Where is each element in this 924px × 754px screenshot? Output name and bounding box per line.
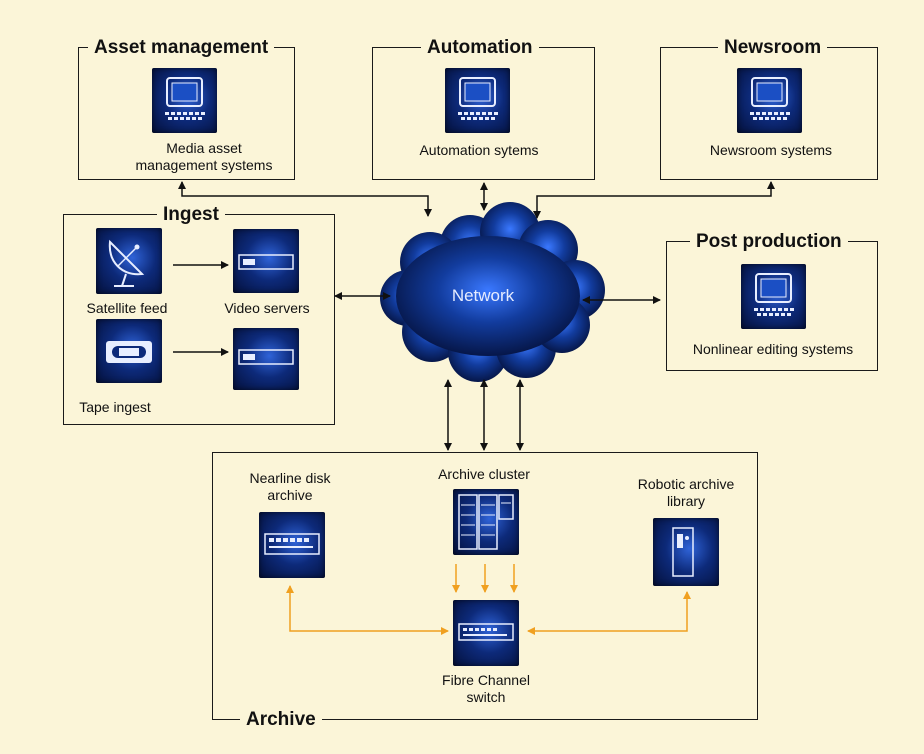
label-archive-cluster: Archive cluster (438, 466, 530, 482)
satellite-glyph (108, 239, 145, 287)
computer-workstation-icon (152, 68, 217, 133)
label-video-servers: Video servers (224, 300, 310, 316)
group-title-newsroom: Newsroom (718, 38, 828, 58)
video-server-glyph (238, 349, 294, 365)
computer-workstation-icon (741, 264, 806, 329)
switch-glyph (458, 623, 514, 641)
disk-array-icon (259, 512, 325, 578)
label-line: Fibre Channel (442, 672, 530, 688)
group-title-asset-management: Asset management (88, 38, 275, 58)
label-media-asset: Media asset management systems (136, 140, 273, 174)
video-server-icon (233, 229, 299, 293)
workstation-glyph (458, 77, 498, 120)
videotape-glyph (106, 341, 152, 363)
group-title-ingest: Ingest (157, 205, 225, 225)
workstation-glyph (165, 77, 205, 120)
videotape-icon (96, 319, 162, 383)
computer-workstation-icon (445, 68, 510, 133)
network-switch-icon (453, 600, 519, 666)
video-server-glyph (238, 254, 294, 270)
disk-array-glyph (264, 533, 320, 555)
label-automation-systems: Automation sytems (419, 142, 539, 158)
label-line: switch (466, 689, 506, 705)
label-line: management systems (135, 157, 273, 173)
label-nearline-disk: Nearline disk archive (250, 470, 331, 504)
tape-library-glyph (672, 527, 694, 577)
label-line: archive (267, 487, 313, 503)
label-network: Network (451, 286, 515, 305)
group-title-automation: Automation (421, 38, 539, 58)
server-rack-glyph (458, 494, 514, 550)
label-fibre-channel: Fibre Channel switch (442, 672, 530, 706)
satellite-dish-icon (96, 228, 162, 294)
label-robotic-archive: Robotic archive library (638, 476, 735, 510)
group-archive (212, 452, 758, 720)
workstation-glyph (754, 273, 794, 316)
group-title-archive: Archive (240, 710, 322, 730)
label-tape-ingest: Tape ingest (79, 399, 151, 415)
computer-workstation-icon (737, 68, 802, 133)
label-nonlinear-editing: Nonlinear editing systems (692, 341, 854, 357)
label-line: Media asset (166, 140, 242, 156)
label-line: Robotic archive (637, 476, 735, 492)
label-line: Nearline disk (249, 470, 331, 486)
label-line: library (666, 493, 706, 509)
workstation-glyph (750, 77, 790, 120)
network-cloud (380, 202, 605, 382)
label-newsroom-systems: Newsroom systems (709, 142, 833, 158)
video-server-icon (233, 328, 299, 390)
group-title-post-production: Post production (690, 232, 848, 252)
label-satellite-feed: Satellite feed (86, 300, 168, 316)
server-rack-icon (453, 489, 519, 555)
archive-connectors (286, 564, 691, 635)
tape-library-icon (653, 518, 719, 586)
network-connectors (173, 181, 775, 451)
